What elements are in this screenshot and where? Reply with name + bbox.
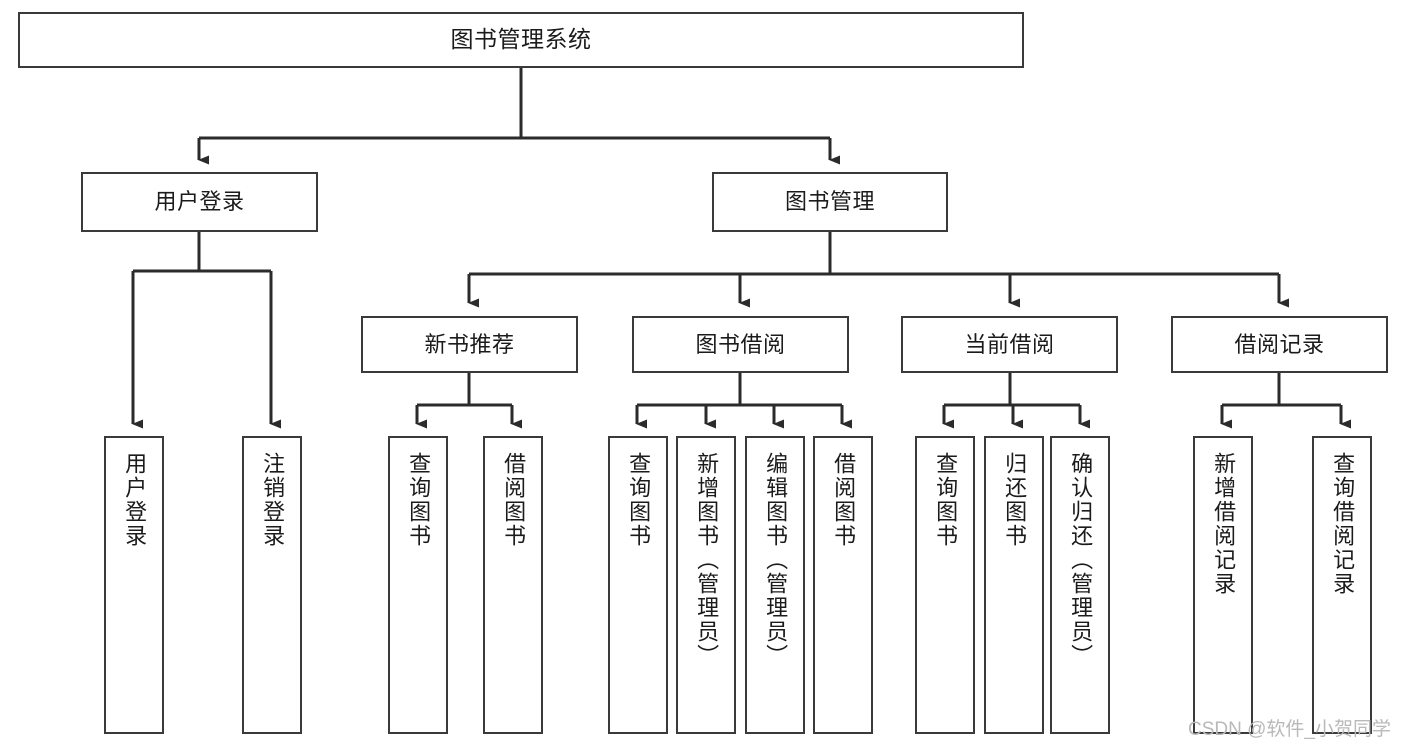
node-user-login[interactable]: 用户登录 <box>81 172 318 232</box>
node-label: 查询图书 <box>406 452 432 548</box>
node-label: 借阅图书 <box>831 452 857 548</box>
node-leaf-return-book[interactable]: 归还图书 <box>984 436 1044 734</box>
node-leaf-borrow-book-recommend[interactable]: 借阅图书 <box>483 436 543 734</box>
node-label: 当前借阅 <box>964 331 1055 357</box>
node-label: 归还图书 <box>1002 452 1028 548</box>
node-book-manage[interactable]: 图书管理 <box>712 172 948 232</box>
node-label: 新增借阅记录 <box>1211 452 1237 596</box>
node-leaf-borrow-book[interactable]: 借阅图书 <box>813 436 873 734</box>
node-label: 图书借阅 <box>695 331 786 357</box>
node-label: 注销登录 <box>260 452 286 548</box>
node-borrow-record[interactable]: 借阅记录 <box>1171 316 1388 373</box>
node-label: 用户登录 <box>154 189 245 215</box>
node-leaf-query-book-borrow[interactable]: 查询图书 <box>608 436 668 734</box>
node-root-system[interactable]: 图书管理系统 <box>18 12 1024 68</box>
node-leaf-add-book-admin[interactable]: 新增图书（管理员） <box>676 436 736 734</box>
node-current-borrow[interactable]: 当前借阅 <box>901 316 1118 373</box>
node-leaf-query-book-recommend[interactable]: 查询图书 <box>388 436 448 734</box>
node-book-borrow[interactable]: 图书借阅 <box>632 316 849 373</box>
watermark-text: CSDN @软件_小贺同学 <box>1188 719 1391 740</box>
node-leaf-confirm-return-admin[interactable]: 确认归还（管理员） <box>1050 436 1110 734</box>
node-label: 确认归还（管理员） <box>1068 452 1094 668</box>
node-label: 借阅图书 <box>501 452 527 548</box>
node-leaf-logout[interactable]: 注销登录 <box>242 436 302 734</box>
node-label: 查询图书 <box>933 452 959 548</box>
node-label: 图书管理系统 <box>450 26 592 53</box>
node-label: 借阅记录 <box>1234 331 1325 357</box>
node-leaf-add-borrow-record[interactable]: 新增借阅记录 <box>1193 436 1253 734</box>
node-label: 编辑图书（管理员） <box>763 452 789 668</box>
node-label: 图书管理 <box>784 189 875 215</box>
node-label: 用户登录 <box>122 452 148 548</box>
node-label: 新书推荐 <box>424 331 515 357</box>
node-label: 新增图书（管理员） <box>694 452 720 668</box>
node-label: 查询图书 <box>626 452 652 548</box>
node-leaf-query-book-current[interactable]: 查询图书 <box>915 436 975 734</box>
node-leaf-user-login[interactable]: 用户登录 <box>104 436 164 734</box>
node-leaf-query-borrow-record[interactable]: 查询借阅记录 <box>1312 436 1372 734</box>
node-label: 查询借阅记录 <box>1330 452 1356 596</box>
node-leaf-edit-book-admin[interactable]: 编辑图书（管理员） <box>745 436 805 734</box>
node-new-book-recommend[interactable]: 新书推荐 <box>361 316 578 373</box>
